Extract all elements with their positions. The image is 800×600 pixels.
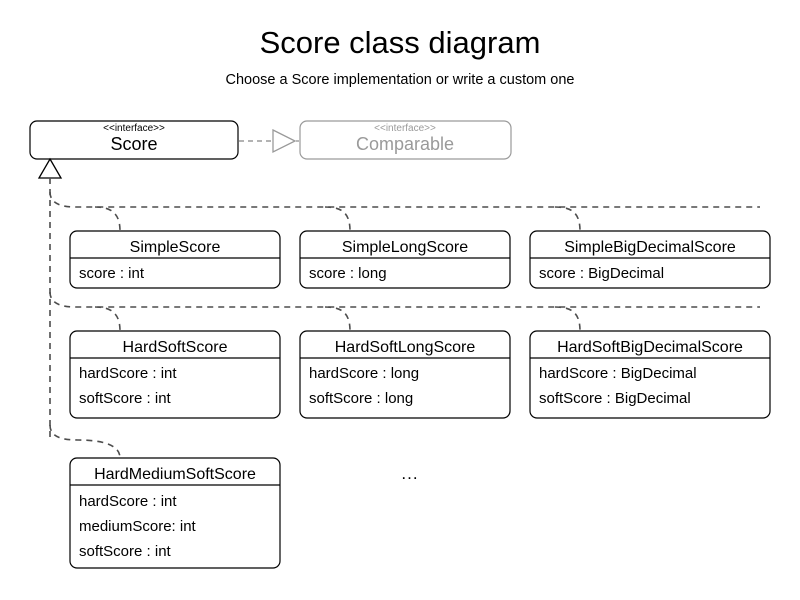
class-attribute: hardScore : long xyxy=(309,365,419,382)
simple-big-decimal-score-box-shape xyxy=(529,230,771,289)
class-box-simple-score[interactable]: SimpleScore score : int xyxy=(69,230,281,289)
class-name: SimpleLongScore xyxy=(342,239,468,256)
class-attribute: score : long xyxy=(309,265,387,282)
class-attribute: softScore : int xyxy=(79,390,172,407)
class-attribute: softScore : BigDecimal xyxy=(539,390,691,407)
score-stereotype: <<interface>> xyxy=(103,123,165,134)
realization-score-to-comparable xyxy=(239,128,299,154)
more-classes-ellipsis: ... xyxy=(401,464,418,483)
class-name: HardSoftScore xyxy=(123,339,228,356)
comparable-stereotype: <<interface>> xyxy=(374,123,436,134)
hard-soft-score-box-shape xyxy=(69,330,281,419)
branch-to-hard-soft-big-decimal-score xyxy=(554,306,581,332)
bus-line-row-2 xyxy=(49,291,760,308)
score-box-shape xyxy=(29,120,239,160)
score-name: Score xyxy=(110,134,157,154)
class-attribute: score : BigDecimal xyxy=(539,265,664,282)
class-name: HardSoftLongScore xyxy=(335,339,476,356)
inheritance-links-row-2 xyxy=(49,291,760,332)
branch-to-simple-big-decimal-score xyxy=(554,206,581,232)
branch-to-simple-score xyxy=(94,206,121,232)
inheritance-links-row-1 xyxy=(49,191,760,232)
class-box-simple-long-score[interactable]: SimpleLongScore score : long xyxy=(299,230,511,289)
diagram-title: Score class diagram xyxy=(260,25,541,60)
branch-to-hard-soft-score xyxy=(94,306,121,332)
simple-score-box-shape xyxy=(69,230,281,289)
comparable-name: Comparable xyxy=(356,134,454,154)
class-box-hard-soft-big-decimal-score[interactable]: HardSoftBigDecimalScore hardScore : BigD… xyxy=(529,330,771,419)
simple-long-score-box-shape xyxy=(299,230,511,289)
class-name: SimpleBigDecimalScore xyxy=(564,239,736,256)
class-name: HardMediumSoftScore xyxy=(94,466,256,483)
bus-line-row-1 xyxy=(49,191,760,208)
class-attribute: softScore : int xyxy=(79,543,172,560)
class-attribute: softScore : long xyxy=(309,390,413,407)
hard-soft-long-score-box-shape xyxy=(299,330,511,419)
class-attribute: mediumScore: int xyxy=(79,518,197,535)
branch-to-simple-long-score xyxy=(324,206,351,232)
class-attribute: hardScore : BigDecimal xyxy=(539,365,697,382)
class-attribute: hardScore : int xyxy=(79,365,177,382)
class-attribute: hardScore : int xyxy=(79,493,177,510)
class-name: SimpleScore xyxy=(130,239,221,256)
class-box-hard-soft-long-score[interactable]: HardSoftLongScore hardScore : long softS… xyxy=(299,330,511,419)
comparable-box-shape xyxy=(299,120,512,160)
branch-to-hard-soft-long-score xyxy=(324,306,351,332)
diagram-subtitle: Choose a Score implementation or write a… xyxy=(226,72,575,88)
generalization-triangle-icon xyxy=(37,157,63,179)
branch-to-hard-medium-soft-score xyxy=(49,424,121,459)
hollow-triangle-arrow-icon xyxy=(272,128,297,154)
hard-soft-big-decimal-score-box-shape xyxy=(529,330,771,419)
class-box-hard-medium-soft-score[interactable]: HardMediumSoftScore hardScore : int medi… xyxy=(69,457,281,569)
class-box-hard-soft-score[interactable]: HardSoftScore hardScore : int softScore … xyxy=(69,330,281,419)
class-box-simple-big-decimal-score[interactable]: SimpleBigDecimalScore score : BigDecimal xyxy=(529,230,771,289)
interface-box-comparable[interactable]: <<interface>> Comparable xyxy=(299,120,512,160)
class-attribute: score : int xyxy=(79,265,145,282)
interface-box-score[interactable]: <<interface>> Score xyxy=(29,120,239,160)
class-name: HardSoftBigDecimalScore xyxy=(557,339,743,356)
